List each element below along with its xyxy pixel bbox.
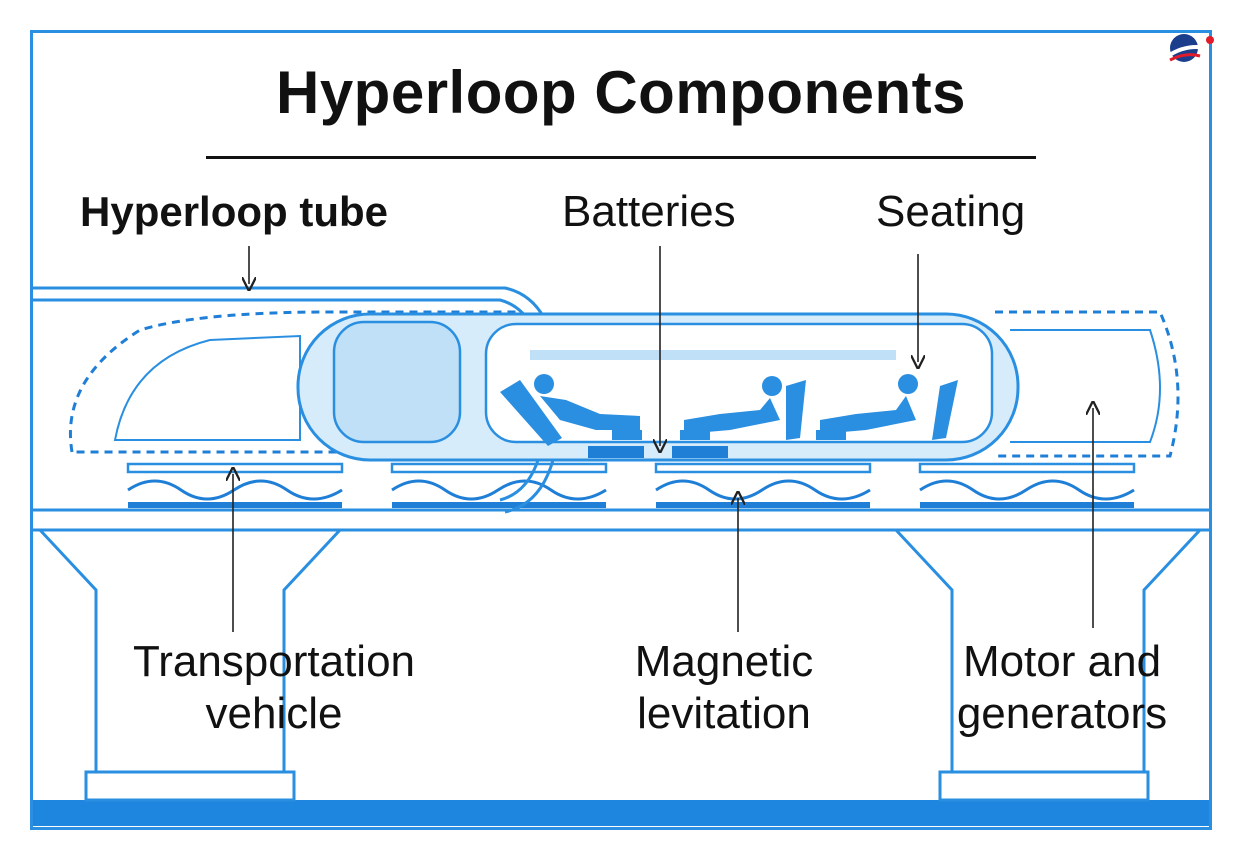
label-batteries: Batteries [562,187,736,236]
ground-strip [33,800,1209,826]
levitation-plates [126,462,1136,474]
label-line: Motor and [962,637,1162,686]
magnet-rails [128,502,1134,508]
pillar-right [894,528,1202,772]
seated-passenger-icon [680,376,806,440]
guideway-beam [33,508,1209,532]
pillar-left [38,528,342,772]
pillar-base-right [938,770,1150,802]
label-magnetic-levitation: Magnetic levitation [604,636,844,740]
seated-passenger-icon [500,374,642,446]
label-line: vehicle [205,689,343,738]
magnet-coil-icon [127,479,1135,501]
label-motor-and-generators: Motor and generators [930,636,1194,740]
arrow-icon [233,246,1093,632]
label-seating: Seating [876,187,1026,236]
seated-passenger-icon [816,374,958,440]
logo-icon [1166,34,1214,62]
diagram-title: Hyperloop Components [275,59,966,126]
label-line: Transportation [132,637,416,686]
battery-pack [588,446,728,458]
label-line: levitation [637,689,811,738]
label-hyperloop-tube: Hyperloop tube [80,188,389,235]
label-line: Magnetic [634,637,814,686]
pod-dashed-outline-right [995,310,1180,458]
title-underline [206,156,1036,159]
pod-dashed-outline-left [68,310,522,454]
diagram-frame [30,30,1212,830]
label-transportation-vehicle: Transportation vehicle [96,636,452,740]
label-line: generators [956,689,1168,738]
cabin-light-strip [530,350,896,360]
pillar-base-left [84,770,296,802]
pod-front-window [332,320,462,444]
